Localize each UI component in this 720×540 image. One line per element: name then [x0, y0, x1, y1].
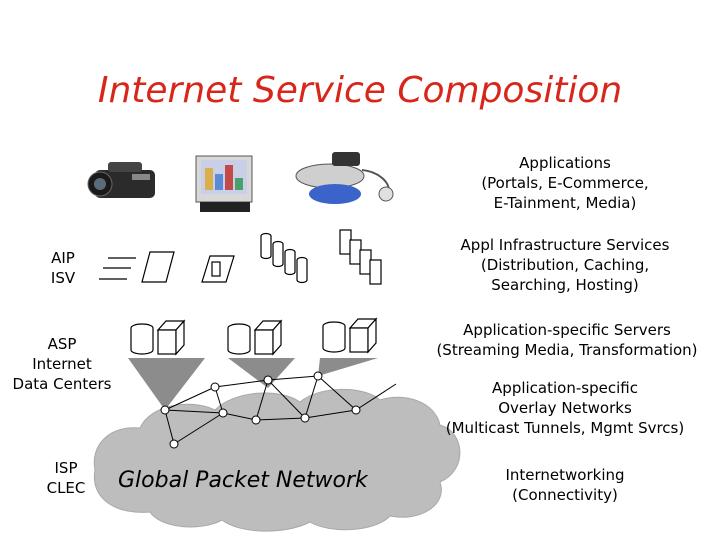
infra-cylinder-stack-1: [260, 232, 308, 284]
label-asp-line2: Internet: [32, 355, 92, 373]
infra-box-stack-1: [339, 229, 382, 285]
label-overlay-1: Application-specific: [492, 379, 638, 397]
label-internetworking-2: (Connectivity): [512, 486, 618, 504]
monitor-icon: [195, 155, 253, 212]
label-servers-1: Application-specific Servers: [463, 321, 671, 339]
label-clec: CLEC: [46, 479, 86, 497]
global-packet-network-label: Global Packet Network: [118, 468, 368, 493]
infra-service-parallelograms: [99, 251, 235, 283]
label-servers: Application-specific Servers (Streaming …: [418, 320, 716, 360]
label-asp-line1: ASP: [47, 335, 77, 353]
server-group-3: [322, 317, 378, 354]
overlay-nodes: [160, 371, 361, 449]
label-infra-2: (Distribution, Caching,: [480, 256, 650, 274]
global-packet-network-cloud: [93, 388, 461, 532]
label-servers-2: (Streaming Media, Transformation): [436, 341, 698, 359]
label-aip: AIP: [51, 249, 75, 267]
label-isp-clec: ISP CLEC: [34, 458, 98, 498]
label-internetworking: Internetworking (Connectivity): [470, 465, 660, 505]
page-title: Internet Service Composition: [97, 70, 623, 111]
label-overlay: Application-specific Overlay Networks (M…: [424, 378, 706, 438]
camcorder-icon: [87, 162, 155, 198]
label-infra-3: Searching, Hosting): [491, 276, 639, 294]
headset-icon: [295, 152, 394, 204]
label-internetworking-1: Internetworking: [505, 466, 625, 484]
label-applications-3: E-Tainment, Media): [493, 194, 637, 212]
label-asp: ASP Internet Data Centers: [2, 334, 122, 394]
overlay-network: [164, 375, 397, 445]
label-aip-isv: AIP ISV: [30, 248, 96, 288]
server-cones: [128, 358, 378, 410]
label-infrastructure: Appl Infrastructure Services (Distributi…: [430, 235, 700, 295]
label-overlay-2: Overlay Networks: [498, 399, 632, 417]
label-applications-2: (Portals, E-Commerce,: [481, 174, 649, 192]
label-asp-line3: Data Centers: [12, 375, 112, 393]
server-group-1: [130, 319, 186, 356]
label-isp: ISP: [54, 459, 78, 477]
label-applications: Applications (Portals, E-Commerce, E-Tai…: [440, 153, 690, 213]
server-group-2: [227, 319, 283, 356]
label-infra-1: Appl Infrastructure Services: [460, 236, 670, 254]
label-overlay-3: (Multicast Tunnels, Mgmt Svrcs): [445, 419, 685, 437]
label-isv: ISV: [50, 269, 76, 287]
label-applications-1: Applications: [519, 154, 611, 172]
